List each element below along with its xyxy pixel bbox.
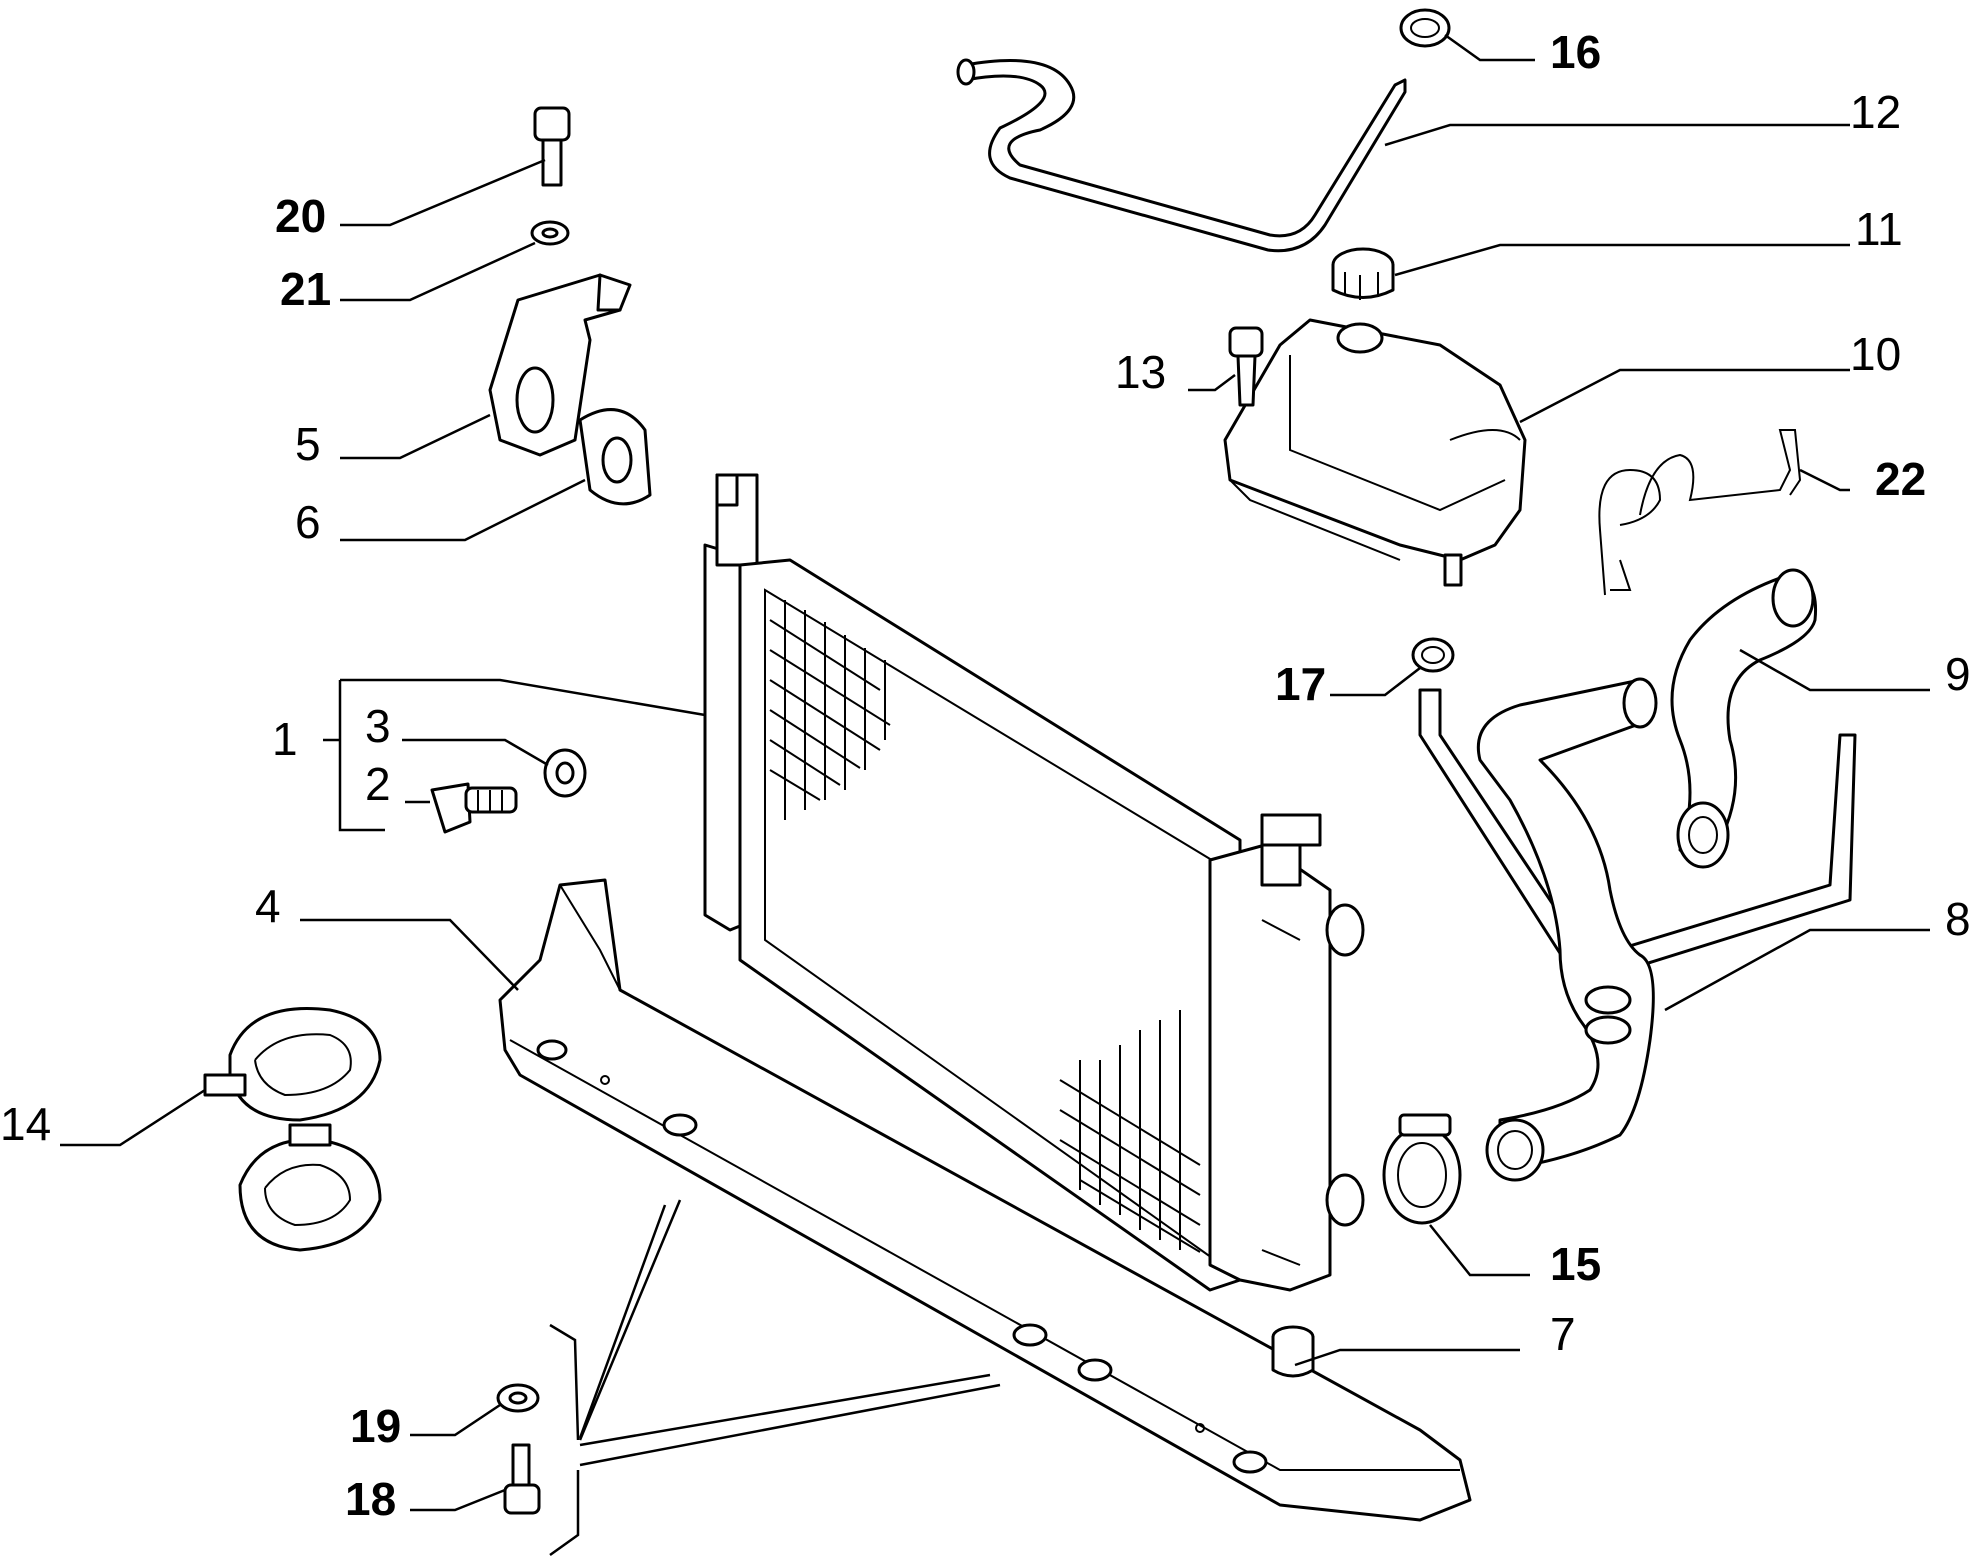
crossmember <box>498 878 1472 1522</box>
leader-lines <box>60 33 1930 1557</box>
cap-11 <box>1331 247 1395 300</box>
callout-19: 19 <box>350 1400 401 1452</box>
drain-plug <box>430 782 518 834</box>
callout-18: 18 <box>345 1473 396 1525</box>
callout-10: 10 <box>1850 328 1901 380</box>
callout-11: 11 <box>1855 203 1903 255</box>
callout-7: 7 <box>1550 1308 1576 1360</box>
callout-15: 15 <box>1550 1238 1601 1290</box>
bolt-13 <box>1228 326 1264 407</box>
callout-17: 17 <box>1275 658 1326 710</box>
callout-14: 14 <box>0 1098 51 1150</box>
callout-13: 13 <box>1115 346 1166 398</box>
callout-9: 9 <box>1945 648 1971 700</box>
plug-7 <box>1271 1325 1315 1378</box>
hose-12 <box>956 58 1407 253</box>
radiator <box>703 473 1365 1292</box>
callout-8: 8 <box>1945 893 1971 945</box>
clamp-15 <box>1382 1113 1462 1225</box>
washer-21 <box>530 220 570 246</box>
washer-3 <box>543 748 587 798</box>
clamp-17 <box>1411 637 1455 673</box>
wire-clip <box>1598 429 1802 596</box>
hose-8 <box>1476 677 1658 1182</box>
callout-6: 6 <box>295 496 321 548</box>
callout-12: 12 <box>1850 86 1901 138</box>
callout-21: 21 <box>280 263 331 315</box>
clamp-bracket <box>203 1006 382 1252</box>
rubber-mount <box>578 408 652 506</box>
washer-19 <box>496 1383 540 1413</box>
callout-16: 16 <box>1550 26 1601 78</box>
callout-4: 4 <box>255 880 281 932</box>
callout-3: 3 <box>365 700 391 752</box>
bolt-18 <box>503 1443 541 1515</box>
bolt-20 <box>533 106 571 187</box>
clamp-16 <box>1399 8 1451 48</box>
expansion-tank <box>1223 318 1527 587</box>
callout-5: 5 <box>295 418 321 470</box>
callout-labels: 1 2 3 4 5 6 7 8 9 10 11 12 13 14 15 16 1… <box>0 26 1971 1525</box>
callout-22: 22 <box>1875 453 1926 505</box>
callout-1: 1 <box>272 713 298 765</box>
callout-2: 2 <box>365 758 391 810</box>
hose-9 <box>1670 568 1818 869</box>
bracket <box>488 273 632 457</box>
callout-20: 20 <box>275 190 326 242</box>
